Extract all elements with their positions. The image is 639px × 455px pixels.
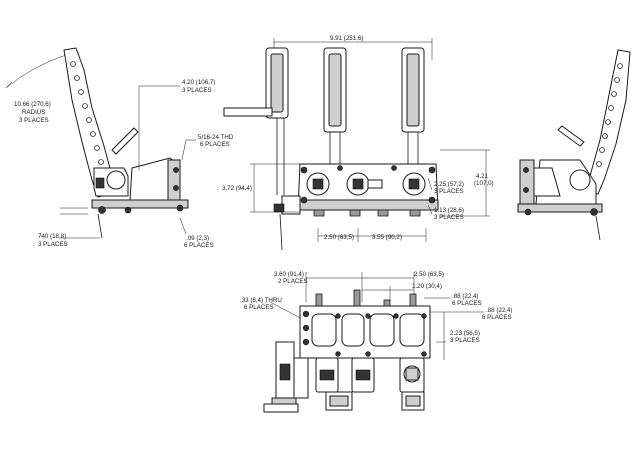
plan-left-value: 3.60 (91,4) (274, 271, 304, 278)
base-offset-qty: 3 PLACES (434, 214, 464, 221)
foot-height-qty: 3 PLACES (38, 241, 68, 248)
edge-a-qty: 6 PLACES (452, 300, 482, 307)
edge-a-value: .88 (22,4) (452, 293, 478, 300)
slot-holes-value: .33 (8,4) THRU (240, 297, 282, 304)
pivot-offset-value: 4.20 (106,7) (182, 79, 215, 86)
hole-depth-value: 2.23 (56,5) (450, 330, 480, 337)
edge-b-value: .88 (22,4) (486, 307, 512, 314)
foot-height-value: 740 (18,8) (38, 233, 66, 240)
plate-thickness-qty: 6 PLACES (184, 242, 214, 249)
base-offset-value: 1.13 (28,6) (434, 207, 464, 214)
total-height-metric: (107,0) (474, 180, 494, 187)
radius-label-value: 10.66 (270,6) (14, 101, 51, 108)
right-side-view (517, 49, 631, 241)
plan-right-label: 2.50 (63,5) (414, 271, 444, 278)
radius-label-type: RADIUS (22, 109, 45, 116)
overall-width-label: 9.91 (251,6) (330, 35, 363, 42)
mount-height-label: 3.72 (94,4) (222, 185, 252, 192)
front-view (223, 38, 490, 251)
left-side-view (5, 47, 196, 239)
thread-label-spec: 5/16-24 THD (198, 134, 234, 141)
radius-label-qty: 3 PLACES (19, 117, 49, 124)
pivot-offset-qty: 3 PLACES (182, 87, 212, 94)
side-offset-qty: 3 PLACES (434, 188, 464, 195)
slot-holes-qty: 6 PLACES (244, 304, 274, 311)
plan-left-qty: 2 PLACES (278, 278, 308, 285)
pedal-spacing-right-label: 3.55 (90,2) (372, 234, 402, 241)
hole-depth-qty: 3 PLACES (450, 337, 480, 344)
side-offset-value: 2.25 (57,2) (434, 181, 464, 188)
plan-view (263, 272, 484, 413)
total-height-value: 4.21 (476, 173, 489, 180)
pedal-spacing-left-label: 2.50 (63,5) (324, 234, 354, 241)
thread-label-qty: 6 PLACES (200, 141, 230, 148)
edge-b-qty: 6 PLACES (482, 314, 512, 321)
plate-thickness-value: .09 (2,3) (186, 235, 209, 242)
plan-inner-label: 1.20 (30,4) (412, 283, 442, 290)
